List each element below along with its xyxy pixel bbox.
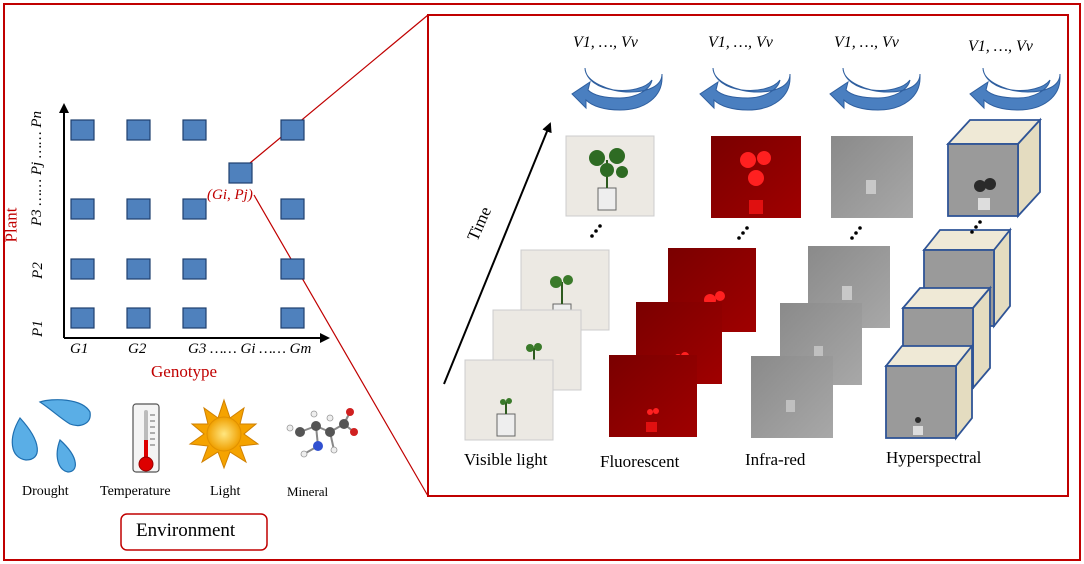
infrared-images (751, 136, 913, 438)
hyperspectral-cubes (884, 117, 1043, 441)
view-label: V1, …, Vv (573, 34, 638, 51)
modality-label: Visible light (464, 450, 548, 469)
time-arrow (443, 122, 552, 385)
x-tick-label: G3 …… Gi …… Gm (188, 341, 312, 357)
y-tick-label: P2 (29, 262, 46, 279)
light-label: Light (210, 484, 241, 499)
plant-image-visible (565, 135, 655, 217)
grid-square (70, 198, 95, 220)
rotation-arrows (571, 67, 1061, 111)
mineral-label: Mineral (287, 484, 329, 499)
molecule-icon (286, 408, 358, 458)
water-drops-icon (11, 399, 91, 473)
rotate-arrow-icon (699, 67, 791, 111)
x-tick-label: G2 (128, 341, 147, 357)
environment-title: Environment (136, 520, 236, 541)
grid-square (70, 307, 95, 329)
grid-square (70, 119, 95, 141)
modality-label: Fluorescent (600, 452, 680, 471)
grid-squares (70, 119, 305, 329)
grid-square-highlight (228, 162, 253, 184)
rotate-arrow-icon (571, 67, 663, 111)
y-tick-label: P1 (29, 320, 46, 337)
grid-square (126, 307, 151, 329)
imaging-panel (427, 14, 1069, 497)
modality-label: Hyperspectral (886, 448, 982, 467)
plant-image-infrared (831, 136, 913, 218)
view-label: V1, …, Vv (708, 34, 773, 51)
y-axis-title: Plant (1, 207, 21, 243)
grid-square (126, 198, 151, 220)
y-tick-label: P3 …… Pj …… Pn (29, 110, 46, 227)
highlight-label: (Gi, Pj) (207, 187, 253, 203)
grid-square (280, 198, 305, 220)
hyperspectral-cube (945, 117, 1043, 219)
x-axis-title: Genotype (151, 362, 218, 381)
temperature-label: Temperature (100, 484, 171, 499)
thermometer-icon (132, 403, 160, 473)
ellipsis-dots (590, 220, 982, 240)
grid-square (182, 119, 207, 141)
visible-light-images (464, 135, 655, 441)
rotate-arrow-icon (969, 67, 1061, 111)
grid-square (126, 258, 151, 280)
sun-icon (188, 398, 260, 470)
plant-image-fluorescent (609, 355, 697, 437)
grid-square (182, 198, 207, 220)
hyperspectral-cube (884, 343, 974, 441)
environment-box (120, 513, 268, 551)
modality-label: Infra-red (745, 450, 806, 469)
plant-image-infrared (751, 356, 833, 438)
rotate-arrow-icon (829, 67, 921, 111)
view-label: V1, …, Vv (968, 38, 1033, 55)
fluorescent-images (609, 136, 801, 437)
grid-square (280, 307, 305, 329)
outer-frame (3, 3, 1081, 561)
grid-square (280, 119, 305, 141)
grid-square (70, 258, 95, 280)
genotype-plant-plot (59, 103, 330, 343)
grid-square (182, 258, 207, 280)
plant-image-visible (464, 359, 554, 441)
x-tick-label: G1 (70, 341, 89, 357)
grid-square (280, 258, 305, 280)
grid-square (182, 307, 207, 329)
drought-label: Drought (22, 484, 69, 499)
view-label: V1, …, Vv (834, 34, 899, 51)
grid-square (126, 119, 151, 141)
plant-image-fluorescent (711, 136, 801, 218)
zoom-line-bottom (253, 194, 429, 497)
zoom-line-top (249, 14, 429, 164)
